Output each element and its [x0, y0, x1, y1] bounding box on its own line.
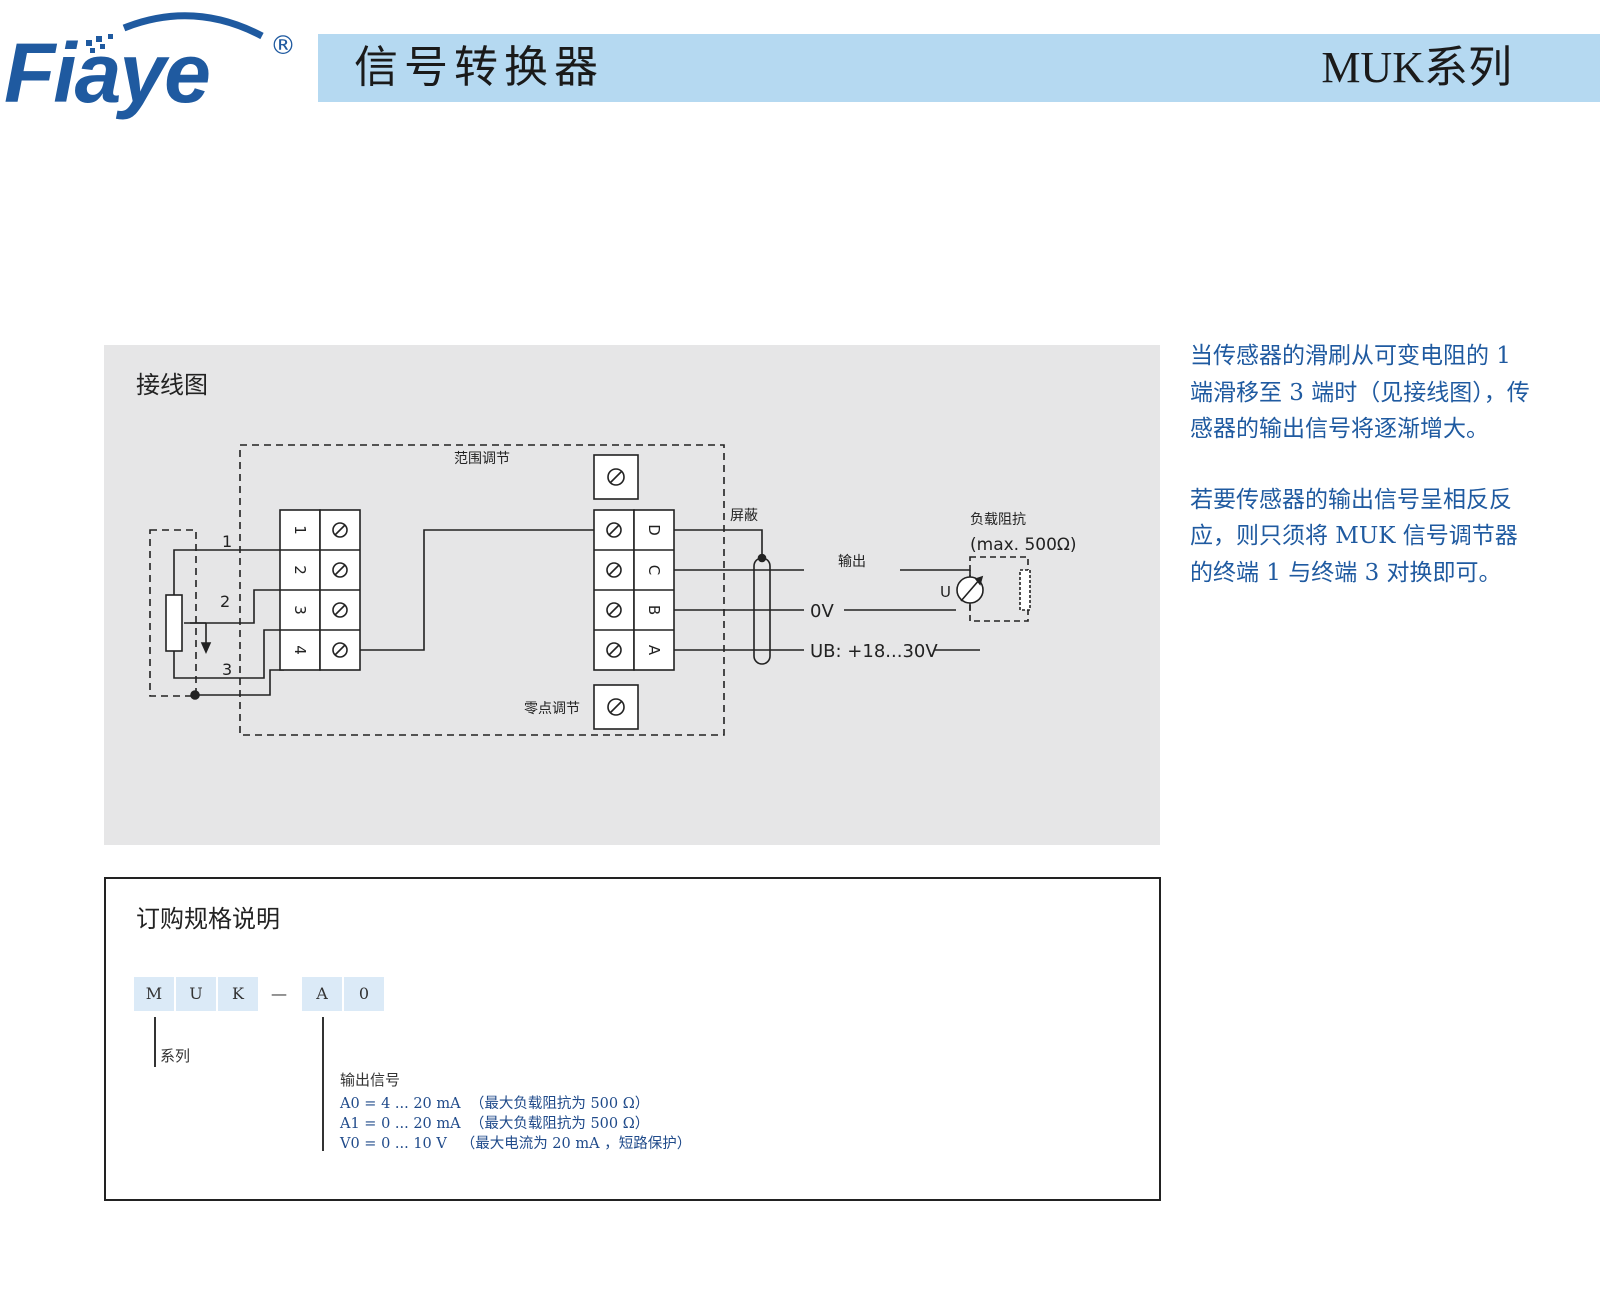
left-terminal-label: 1	[291, 525, 309, 535]
pot-pin-label: 3	[222, 660, 232, 679]
output-signal-label: 输出信号	[340, 1071, 401, 1089]
output-leader-line	[322, 1017, 324, 1151]
left-terminal-label: 2	[291, 565, 309, 575]
brand-name: Fiaye	[4, 26, 209, 120]
page-title: 信号转换器	[354, 42, 604, 93]
pot-pin-label: 2	[220, 592, 230, 611]
meter-symbol: U	[940, 583, 951, 601]
series-title: MUK系列	[1321, 43, 1512, 92]
wiring-title: 接线图	[136, 371, 208, 399]
description-paragraph: 若要传感器的输出信号呈相反反应，则只须将 MUK 信号调节器的终端 1 与终端 …	[1190, 486, 1518, 586]
right-terminal-label: B	[645, 605, 663, 615]
shield-label: 屏蔽	[730, 508, 758, 524]
pot-pin-label: 1	[222, 532, 232, 551]
header-band: 信号转换器 MUK系列	[318, 34, 1600, 102]
description: 当传感器的滑刷从可变电阻的 1 端滑移至 3 端时（见接线图），传感器的输出信号…	[1190, 338, 1535, 625]
code-cell: M	[134, 977, 174, 1011]
registered-mark: ®	[270, 31, 296, 61]
code-cell: U	[176, 977, 216, 1011]
wiring-diagram: 1 2 3 4 D C B A 1 2 3 范围调节 零点调节 屏蔽 输出 负载…	[149, 444, 1077, 736]
zero-volt-label: 0V	[810, 601, 834, 622]
code-cell: A	[302, 977, 342, 1011]
output-label: 输出	[838, 554, 866, 570]
module-boundary	[239, 444, 725, 736]
brand-logo: Fiaye ®	[4, 12, 296, 120]
supply-label: UB: +18...30V	[810, 641, 938, 662]
output-option: V0 = 0 ... 10 V （最大电流为 20 mA ，短路保护）	[340, 1136, 692, 1152]
right-terminal-label: D	[645, 524, 663, 536]
right-terminal-label: A	[645, 645, 663, 656]
ordering-title: 订购规格说明	[136, 905, 280, 933]
ordering-spec-box: 订购规格说明 M U K — A 0 系列 输出信号 A0 = 4 ... 20…	[104, 877, 1161, 1201]
series-label: 系列	[160, 1047, 191, 1065]
left-terminal-label: 3	[291, 605, 309, 615]
output-option: A1 = 0 ... 20 mA （最大负载阻抗为 500 Ω）	[340, 1116, 650, 1132]
load-resistance-label: 负载阻抗	[970, 512, 1026, 528]
series-leader-line	[154, 1017, 156, 1067]
code-separator: —	[271, 984, 287, 1003]
right-terminal-label: C	[645, 565, 663, 575]
potentiometer	[165, 594, 183, 652]
load-max-label: (max. 500Ω)	[970, 535, 1077, 555]
output-option: A0 = 4 ... 20 mA （最大负载阻抗为 500 Ω）	[340, 1096, 650, 1112]
range-adjust-label: 范围调节	[454, 450, 510, 467]
left-terminal-label: 4	[291, 645, 309, 655]
zero-adjust-label: 零点调节	[524, 701, 580, 717]
description-paragraph: 当传感器的滑刷从可变电阻的 1 端滑移至 3 端时（见接线图），传感器的输出信号…	[1190, 343, 1530, 442]
code-cell: 0	[344, 977, 384, 1011]
code-cell: K	[218, 977, 258, 1011]
pot-boundary	[149, 529, 197, 697]
wiring-diagram-panel: 接线图	[104, 345, 1160, 845]
